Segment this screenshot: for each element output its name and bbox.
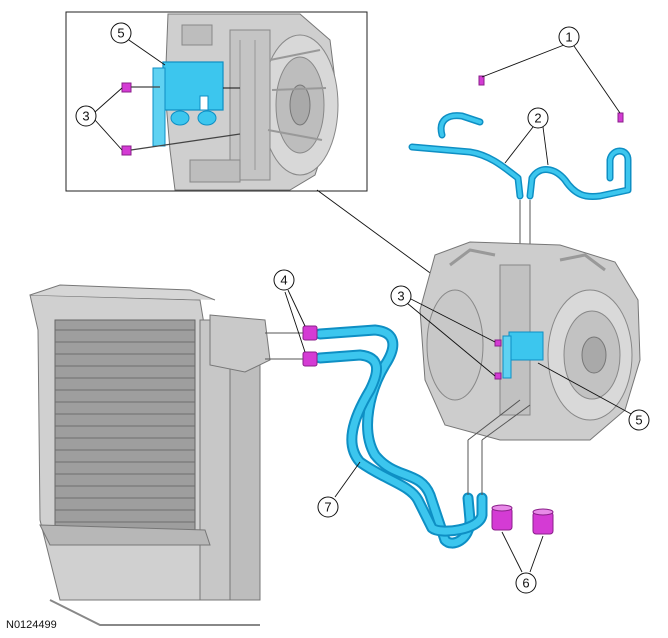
clip-1-left: [478, 75, 485, 86]
bolt-main-upper: [494, 339, 502, 347]
callout-3-main-circle: [390, 285, 412, 307]
callout-4: 4: [280, 273, 287, 288]
retainer-left: [491, 504, 513, 531]
clip-1-right: [617, 112, 624, 123]
cooler-adapter-main: [502, 331, 544, 379]
bolt-main-lower: [494, 372, 502, 380]
inset-bolt-upper: [121, 82, 160, 93]
quick-connect-lower: [265, 351, 318, 367]
inset-detail: 5 3: [65, 11, 368, 192]
callout-3-main: 3: [397, 289, 404, 304]
callout-7: 7: [324, 500, 331, 515]
radiator-condenser: [29, 284, 271, 626]
callout-4-circle: [273, 269, 295, 291]
figure-id: N0124499: [6, 619, 57, 631]
callout-2-circle: [527, 107, 549, 129]
callout-6: 6: [522, 576, 529, 591]
callout-2: 2: [534, 111, 541, 126]
callout-5-main: 5: [635, 413, 642, 428]
callout-1-circle: [558, 26, 580, 48]
callout-7-circle: [317, 496, 339, 518]
retainer-right: [532, 508, 554, 535]
callout-5-inset-circle: [110, 22, 132, 44]
inset-cooler-adapter: [152, 61, 224, 147]
callout-6-circle: [515, 572, 537, 594]
callout-3-inset: 3: [82, 109, 89, 124]
inset-bolt-lower: [121, 133, 241, 156]
callout-5-inset: 5: [117, 26, 124, 41]
callout-3-inset-circle: [75, 105, 97, 127]
quick-connect-upper: [265, 325, 318, 341]
inset-transmission-housing: [164, 13, 339, 191]
callout-5-main-circle: [628, 409, 650, 431]
callout-1: 1: [565, 30, 572, 45]
